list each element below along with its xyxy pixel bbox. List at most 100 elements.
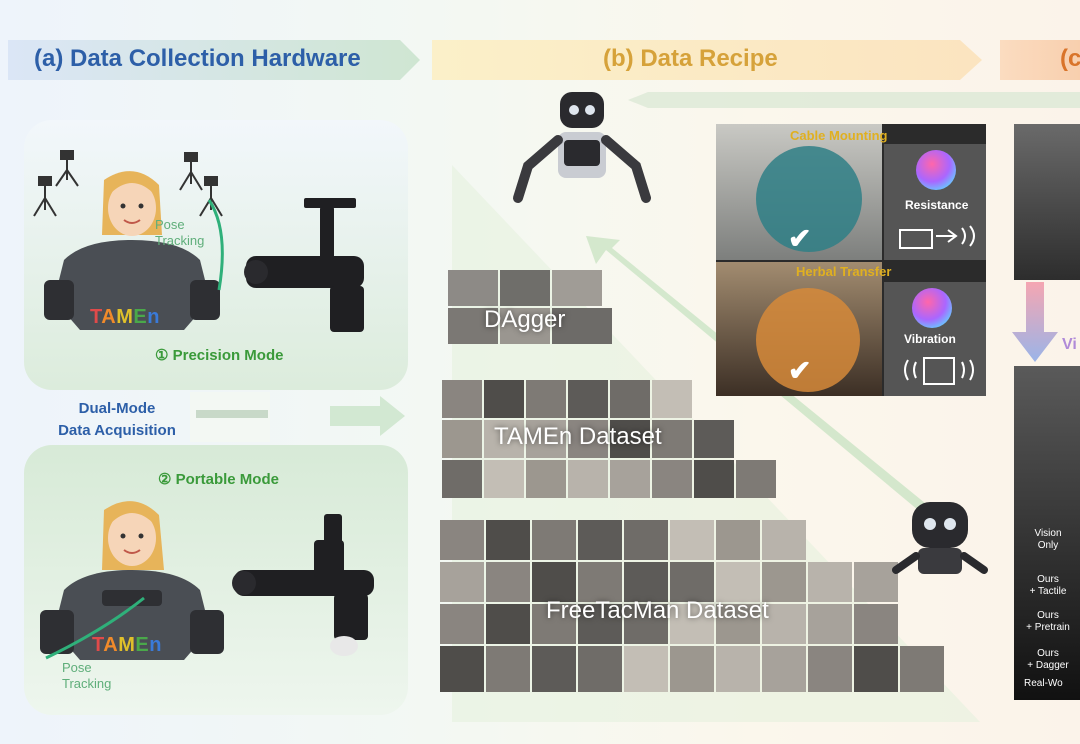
pose-label-line2: Tracking	[155, 233, 205, 248]
small-robot-image	[892, 502, 988, 574]
dataset-tile	[440, 646, 484, 692]
tamen-dataset-tiles	[442, 380, 776, 498]
dual-mode-line1: Dual-Mode	[78, 400, 156, 417]
dataset-tile	[526, 380, 566, 418]
right-results-panel	[1014, 366, 1080, 700]
header-data-recipe: (b) Data Recipe	[603, 45, 778, 72]
right-top-photo	[1014, 124, 1080, 280]
tamen-logo-bottom: TAMEn	[92, 634, 162, 657]
humanoid-robot-image	[513, 92, 651, 203]
pose-tracking-label-top: Pose Tracking	[155, 217, 204, 249]
dataset-tile	[484, 420, 524, 458]
tamen-letter: E	[133, 306, 148, 328]
ours-pretrain-line1: Ours	[1037, 610, 1059, 621]
tamen-letter: T	[92, 634, 104, 656]
dataset-tile	[670, 604, 714, 644]
dataset-tile	[670, 562, 714, 602]
herbal-transfer-lens	[756, 288, 860, 392]
dataset-tile	[440, 562, 484, 602]
tamen-logo-top: TAMEn	[90, 306, 160, 329]
header-data-collection-hardware: (a) Data Collection Hardware	[34, 45, 361, 72]
resistance-label: Resistance	[905, 198, 969, 212]
dagger-label: DAgger	[484, 306, 566, 333]
dataset-tile	[442, 420, 482, 458]
dataset-tile	[736, 460, 776, 498]
dataset-tile	[440, 520, 484, 560]
dataset-tile	[670, 646, 714, 692]
resistance-icon	[899, 225, 975, 249]
ours-dagger-line2: + Dagger	[1027, 660, 1069, 671]
dataset-tile	[486, 562, 530, 602]
check-icon: ✔	[788, 223, 812, 254]
portable-mode-label: ② Portable Mode	[158, 471, 279, 488]
dataset-tile	[808, 604, 852, 644]
dataset-tile	[486, 646, 530, 692]
dual-mode-line2: Data Acquisition	[58, 422, 176, 439]
dataset-tile	[624, 520, 668, 560]
feedback-arrow	[628, 92, 1080, 108]
header-arrow-b	[432, 40, 982, 80]
operator-figure	[40, 501, 224, 660]
dataset-tile	[808, 562, 852, 602]
precision-mode-illustration	[33, 150, 364, 332]
tactile-sphere-icon	[916, 150, 956, 190]
tactile-sphere-icon	[912, 288, 952, 328]
dataset-tile	[716, 562, 760, 602]
dual-mode-label: Dual-Mode Data Acquisition	[42, 398, 192, 442]
pose-tracking-curve	[45, 596, 145, 660]
dataset-tile	[484, 460, 524, 498]
vision-only-label: Vision Only	[1018, 528, 1078, 552]
dataset-tile	[440, 604, 484, 644]
dataset-tile	[568, 420, 608, 458]
dataset-tile	[652, 380, 692, 418]
dataset-tile	[808, 646, 852, 692]
precision-mode-label: ① Precision Mode	[155, 347, 284, 364]
pose-tracking-curve	[207, 199, 224, 291]
dataset-tile	[526, 420, 566, 458]
ours-tactile-line1: Ours	[1037, 574, 1059, 585]
tamen-letter: n	[149, 634, 162, 656]
gripper-device	[244, 198, 364, 332]
vision-only-line2: Only	[1037, 540, 1059, 551]
cable-mounting-title: Cable Mounting	[790, 128, 888, 143]
real-world-label: Real-Wo	[1024, 678, 1063, 689]
dataset-tile	[578, 646, 622, 692]
vision-only-line1: Vision	[1034, 528, 1062, 539]
dataset-tile	[532, 520, 576, 560]
ours-dagger-line1: Ours	[1037, 648, 1059, 659]
tamen-letter: n	[147, 306, 160, 328]
dataset-tile	[854, 646, 898, 692]
freetacman-dataset-label: FreeTacMan Dataset	[546, 597, 769, 624]
header-c: (c	[1060, 45, 1080, 72]
dataset-tile	[652, 420, 692, 458]
dataset-tile	[716, 646, 760, 692]
header-arrow-c	[1000, 40, 1080, 80]
dual-mode-connector	[190, 392, 405, 442]
ours-pretrain-label: Ours + Pretrain	[1018, 610, 1078, 634]
tamen-letter: M	[116, 306, 134, 328]
dataset-tile	[900, 646, 944, 692]
dataset-tile	[526, 460, 566, 498]
dataset-tile	[578, 562, 622, 602]
dataset-tile	[610, 460, 650, 498]
dataset-tile	[694, 420, 734, 458]
dataset-tile	[670, 520, 714, 560]
dataset-tile	[578, 520, 622, 560]
dataset-tile	[578, 604, 622, 644]
tamen-letter: T	[90, 306, 102, 328]
ours-pretrain-line2: + Pretrain	[1026, 622, 1070, 633]
tamen-letter: A	[101, 306, 117, 328]
dataset-tile	[532, 646, 576, 692]
dataset-tile	[694, 460, 734, 498]
dataset-tile	[716, 520, 760, 560]
down-arrow	[1012, 282, 1058, 362]
dataset-tile	[762, 520, 806, 560]
dataset-tile	[854, 604, 898, 644]
camera-icon	[33, 150, 223, 217]
tamen-letter: A	[103, 634, 119, 656]
dataset-tile	[568, 380, 608, 418]
vibration-icon	[904, 357, 974, 385]
dataset-tile	[532, 562, 576, 602]
dataset-tile	[442, 380, 482, 418]
dataset-tile	[716, 604, 760, 644]
